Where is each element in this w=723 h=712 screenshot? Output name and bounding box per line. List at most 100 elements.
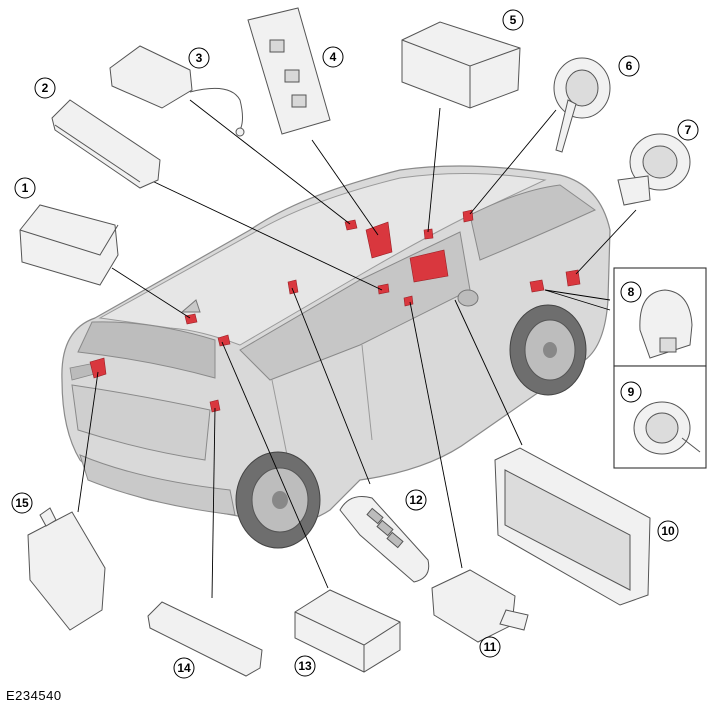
leader-line <box>427 107 441 233</box>
leader-line <box>544 289 611 301</box>
location-marker <box>89 357 107 379</box>
component-1-module <box>19 204 119 286</box>
callout-circle <box>677 119 699 141</box>
component-10-instrument-cluster <box>494 447 651 606</box>
leader-line <box>149 179 383 291</box>
callout-circle <box>479 636 501 658</box>
location-marker <box>287 279 299 295</box>
leader-line <box>469 109 557 215</box>
leader-line <box>189 99 351 225</box>
callout-circle <box>502 9 524 31</box>
callout-number: 13 <box>298 659 312 673</box>
location-marker <box>409 249 449 283</box>
callout-circle <box>173 657 195 679</box>
component-12-smart-key <box>339 496 430 583</box>
leader-line <box>311 139 379 236</box>
components <box>19 7 707 677</box>
leader-line <box>211 407 216 599</box>
callout-2: 2 <box>34 77 56 99</box>
callout-circle <box>188 47 210 69</box>
component-7-horn <box>617 133 691 206</box>
callout-number: 15 <box>15 496 29 510</box>
location-marker <box>377 283 390 295</box>
component-6-horn <box>553 57 611 153</box>
callout-circle <box>405 489 427 511</box>
callout-11: 11 <box>479 636 501 658</box>
door-mirror <box>457 289 479 307</box>
callout-number: 8 <box>628 285 635 299</box>
callout-circle <box>657 520 679 542</box>
callout-number: 12 <box>409 493 423 507</box>
door-line <box>361 344 373 441</box>
vehicle-roof <box>98 172 547 346</box>
leader-line <box>77 371 99 513</box>
callout-number: 10 <box>661 524 675 538</box>
location-marker <box>217 334 231 347</box>
leader-line <box>454 299 523 446</box>
callout-circle <box>322 46 344 68</box>
component-3-module <box>109 45 245 137</box>
callout-5: 5 <box>502 9 524 31</box>
rear-wheel <box>235 451 321 549</box>
vehicle-body <box>61 165 611 549</box>
callout-number: 3 <box>196 51 203 65</box>
callout-number: 4 <box>330 50 337 64</box>
location-marker <box>365 221 393 259</box>
callout-1: 1 <box>14 177 36 199</box>
callout-number: 5 <box>510 13 517 27</box>
front-wheel <box>509 304 587 396</box>
location-marker <box>529 279 545 293</box>
callout-circle <box>618 55 640 77</box>
callout-4: 4 <box>322 46 344 68</box>
callout-10: 10 <box>657 520 679 542</box>
figure-reference-code: E234540 <box>6 688 62 703</box>
callout-7: 7 <box>677 119 699 141</box>
callout-number: 2 <box>42 81 49 95</box>
leader-line <box>575 209 637 275</box>
roof-antenna <box>180 299 201 313</box>
callout-circle <box>294 655 316 677</box>
component-2-module <box>51 99 161 189</box>
callout-3: 3 <box>188 47 210 69</box>
callout-9: 9 <box>620 381 642 403</box>
callout-13: 13 <box>294 655 316 677</box>
component-8-sounder <box>639 289 693 359</box>
tailgate <box>71 384 211 461</box>
callout-6: 6 <box>618 55 640 77</box>
callout-circle <box>620 381 642 403</box>
rear-bumper <box>79 454 236 516</box>
callout-number: 14 <box>177 661 191 675</box>
leader-line <box>291 287 371 485</box>
callout-circle <box>34 77 56 99</box>
location-marker <box>423 228 434 240</box>
callout-circle <box>620 281 642 303</box>
callout-number: 11 <box>484 640 497 654</box>
windscreen <box>469 184 596 261</box>
callout-circle <box>14 177 36 199</box>
component-15-module <box>27 507 106 631</box>
component-11-module <box>431 569 529 643</box>
callout-circle <box>11 492 33 514</box>
callout-number: 6 <box>626 59 633 73</box>
callout-12: 12 <box>405 489 427 511</box>
callout-number: 9 <box>628 385 635 399</box>
leader-line <box>409 301 463 569</box>
leader-line <box>111 267 191 319</box>
callout-15: 15 <box>11 492 33 514</box>
callout-number: 1 <box>22 181 29 195</box>
leader-line <box>544 289 611 311</box>
callout-8: 8 <box>620 281 642 303</box>
highlighted-locations <box>89 209 581 413</box>
component-13-module <box>294 589 401 673</box>
rear-window <box>77 321 216 379</box>
callout-number: 7 <box>685 123 692 137</box>
component-5-module <box>401 21 521 109</box>
component-14-antenna <box>147 601 263 677</box>
component-9-sounder <box>633 401 701 455</box>
location-marker <box>403 295 414 307</box>
leader-lines <box>77 99 637 599</box>
leader-line <box>221 341 329 589</box>
callout-14: 14 <box>173 657 195 679</box>
